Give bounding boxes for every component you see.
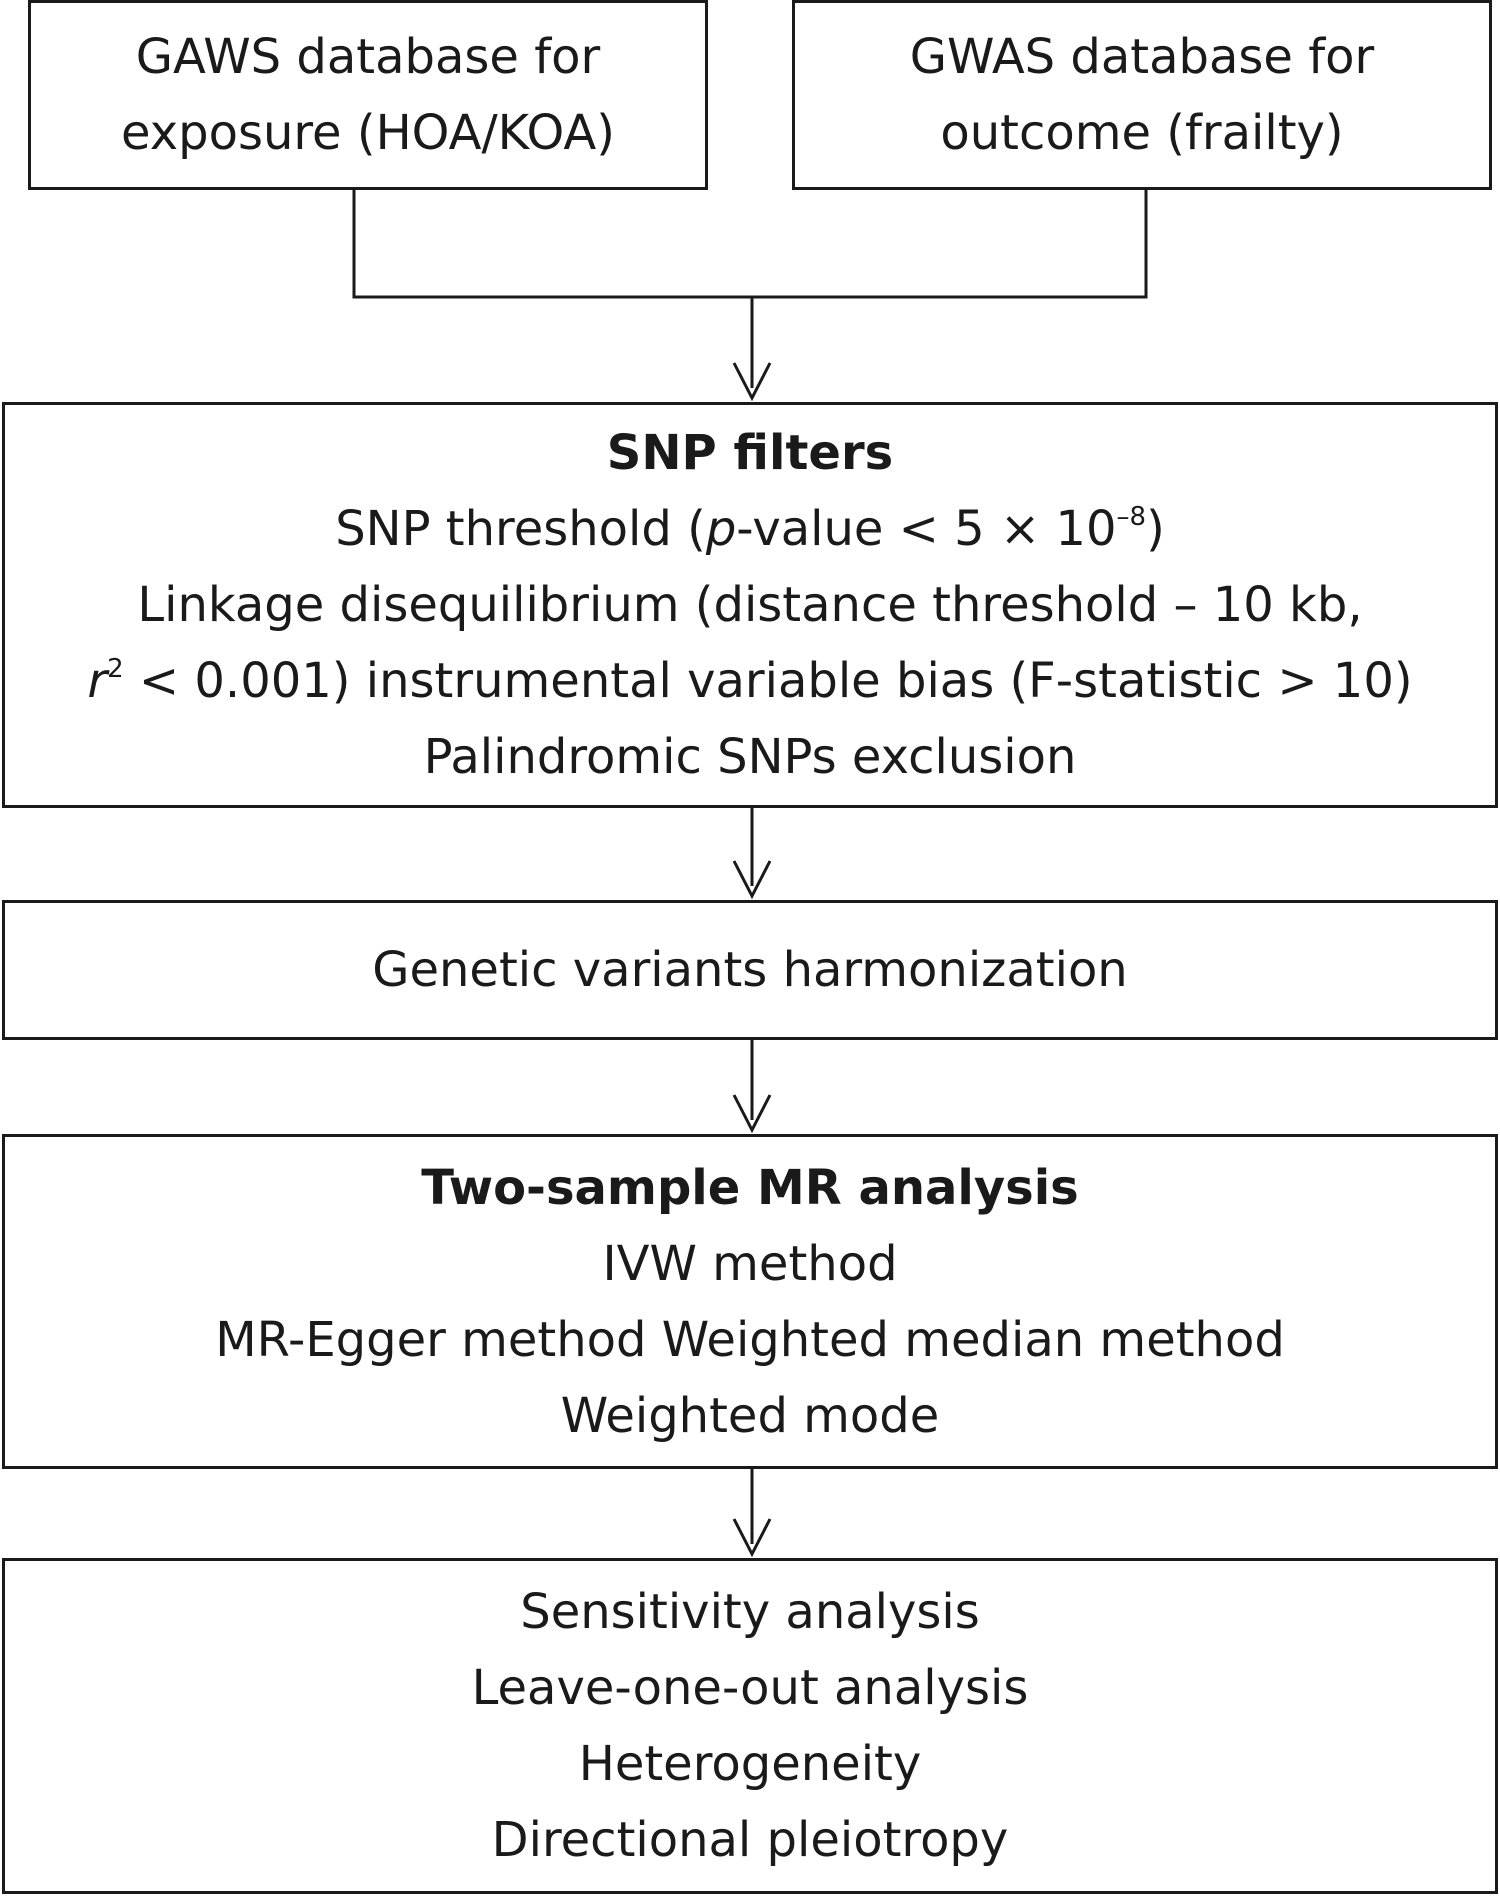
outcome-line-1: GWAS database for <box>909 29 1375 85</box>
harmonization-label: Genetic variants harmonization <box>372 942 1128 998</box>
arrow-to-snp-filters <box>732 297 772 402</box>
mr-analysis-title: Two-sample MR analysis <box>421 1159 1079 1216</box>
snp-filters-box: SNP filters SNP threshold (p-value < 5 ×… <box>2 402 1498 808</box>
outcome-line-2: outcome (frailty) <box>940 105 1344 161</box>
snp-threshold-line: SNP threshold (p-value < 5 × 10–8) <box>335 501 1165 557</box>
linkage-disequilibrium-line: Linkage disequilibrium (distance thresho… <box>137 577 1363 633</box>
sensitivity-line-2: Leave-one-out analysis <box>471 1660 1029 1716</box>
exposure-line-1: GAWS database for <box>135 29 601 85</box>
arrow-to-sensitivity <box>732 1469 772 1558</box>
arrow-to-harmonization <box>732 808 772 900</box>
merge-connector <box>352 190 1148 299</box>
mr-analysis-box: Two-sample MR analysis IVW method MR-Egg… <box>2 1134 1498 1469</box>
sensitivity-line-1: Sensitivity analysis <box>520 1584 980 1640</box>
arrow-to-mr-analysis <box>732 1040 772 1134</box>
harmonization-box: Genetic variants harmonization <box>2 900 1498 1040</box>
mr-method-line-3: Weighted mode <box>560 1387 940 1444</box>
sensitivity-line-3: Heterogeneity <box>578 1736 922 1792</box>
outcome-database-box: GWAS database for outcome (frailty) <box>792 0 1492 190</box>
mr-method-line-2: MR-Egger method Weighted median method <box>215 1311 1285 1368</box>
palindromic-line: Palindromic SNPs exclusion <box>423 729 1077 785</box>
sensitivity-line-4: Directional pleiotropy <box>491 1812 1009 1868</box>
snp-filters-title: SNP filters <box>606 425 894 481</box>
mr-method-line-1: IVW method <box>602 1235 898 1292</box>
exposure-line-2: exposure (HOA/KOA) <box>121 105 615 161</box>
sensitivity-box: Sensitivity analysis Leave-one-out analy… <box>2 1558 1498 1894</box>
exposure-database-box: GAWS database for exposure (HOA/KOA) <box>28 0 708 190</box>
instrumental-variable-line: r2 < 0.001) instrumental variable bias (… <box>87 653 1413 709</box>
